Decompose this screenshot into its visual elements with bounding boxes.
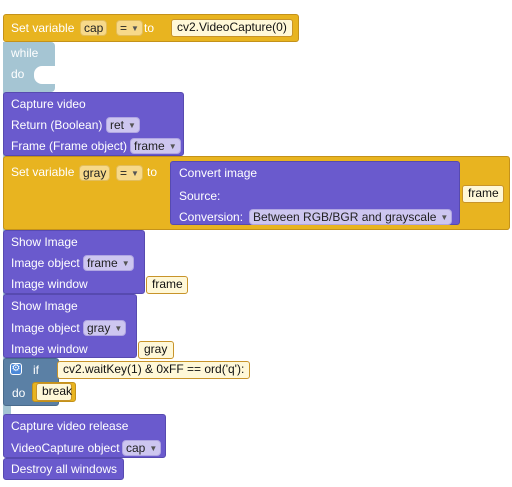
source-label: Source: — [179, 189, 221, 203]
capture-video-title: Capture video — [11, 97, 86, 111]
while-label: while — [11, 46, 39, 60]
show-image-gray-block[interactable]: Show Image Image object gray▼ Image wind… — [3, 294, 137, 358]
image-object-label: Image object — [11, 256, 80, 270]
image-object-label: Image object — [11, 321, 80, 335]
set-variable-label: Set variable — [11, 21, 75, 35]
image-object-dropdown[interactable]: frame▼ — [83, 255, 134, 271]
do-label: do — [12, 386, 26, 400]
source-value[interactable]: frame — [462, 185, 504, 203]
assign-operator-dropdown[interactable]: =▼ — [116, 20, 143, 36]
chevron-down-icon: ▼ — [131, 24, 139, 33]
set-variable-cap-block[interactable]: Set variable cap =▼ to cv2.VideoCapture(… — [3, 14, 299, 42]
chevron-down-icon: ▼ — [121, 259, 130, 268]
capture-video-block[interactable]: Capture video Return (Boolean) ret▼ Fram… — [3, 92, 184, 156]
do-label: do — [11, 67, 25, 81]
chevron-down-icon: ▼ — [168, 142, 177, 151]
break-value: break — [36, 383, 72, 401]
frame-variable-dropdown[interactable]: frame▼ — [130, 138, 181, 154]
conversion-label: Conversion: — [179, 210, 244, 224]
return-label: Return (Boolean) — [11, 118, 103, 132]
show-image-title: Show Image — [11, 299, 78, 313]
destroy-windows-title: Destroy all windows — [11, 462, 118, 476]
to-label: to — [147, 165, 158, 179]
conversion-dropdown[interactable]: Between RGB/BGR and grayscale▼ — [249, 209, 453, 225]
if-label: if — [33, 363, 39, 377]
loop-input-notch — [34, 66, 56, 84]
to-label: to — [144, 21, 155, 35]
image-window-value[interactable]: frame — [146, 276, 188, 294]
chevron-down-icon: ▼ — [114, 324, 123, 333]
video-capture-value[interactable]: cv2.VideoCapture(0) — [171, 19, 293, 37]
videocapture-object-label: VideoCapture object — [11, 441, 120, 455]
convert-image-block[interactable]: Convert image Source: Conversion: Betwee… — [170, 161, 460, 225]
image-window-value[interactable]: gray — [138, 341, 174, 359]
break-block[interactable]: break — [32, 382, 76, 402]
assign-operator-dropdown[interactable]: =▼ — [116, 165, 143, 181]
set-variable-label: Set variable — [11, 165, 75, 179]
image-window-label: Image window — [11, 342, 88, 356]
gear-icon[interactable]: ⚙ — [10, 363, 22, 375]
convert-image-title: Convert image — [179, 166, 258, 180]
cap-variable-dropdown[interactable]: cap — [80, 20, 108, 36]
show-image-frame-block[interactable]: Show Image Image object frame▼ Image win… — [3, 230, 145, 294]
if-condition-value[interactable]: cv2.waitKey(1) & 0xFF == ord('q'): — [57, 361, 250, 379]
chevron-down-icon: ▼ — [128, 121, 136, 130]
chevron-down-icon: ▼ — [131, 169, 139, 178]
image-window-label: Image window — [11, 277, 88, 291]
capture-release-block[interactable]: Capture video release VideoCapture objec… — [3, 414, 166, 458]
image-object-dropdown[interactable]: gray▼ — [83, 320, 127, 336]
destroy-windows-block[interactable]: Destroy all windows — [3, 458, 124, 480]
chevron-down-icon: ▼ — [149, 444, 158, 453]
frame-label: Frame (Frame object) — [11, 139, 128, 153]
capture-release-title: Capture video release — [11, 419, 129, 433]
show-image-title: Show Image — [11, 235, 78, 249]
chevron-down-icon: ▼ — [440, 213, 449, 222]
while-loop-block[interactable]: while do — [3, 42, 56, 92]
ret-variable-dropdown[interactable]: ret▼ — [106, 117, 140, 133]
gray-variable-dropdown[interactable]: gray — [79, 165, 111, 181]
videocapture-object-dropdown[interactable]: cap▼ — [122, 440, 162, 456]
set-variable-gray-block[interactable]: Set variable gray =▼ to Convert image So… — [3, 156, 510, 230]
